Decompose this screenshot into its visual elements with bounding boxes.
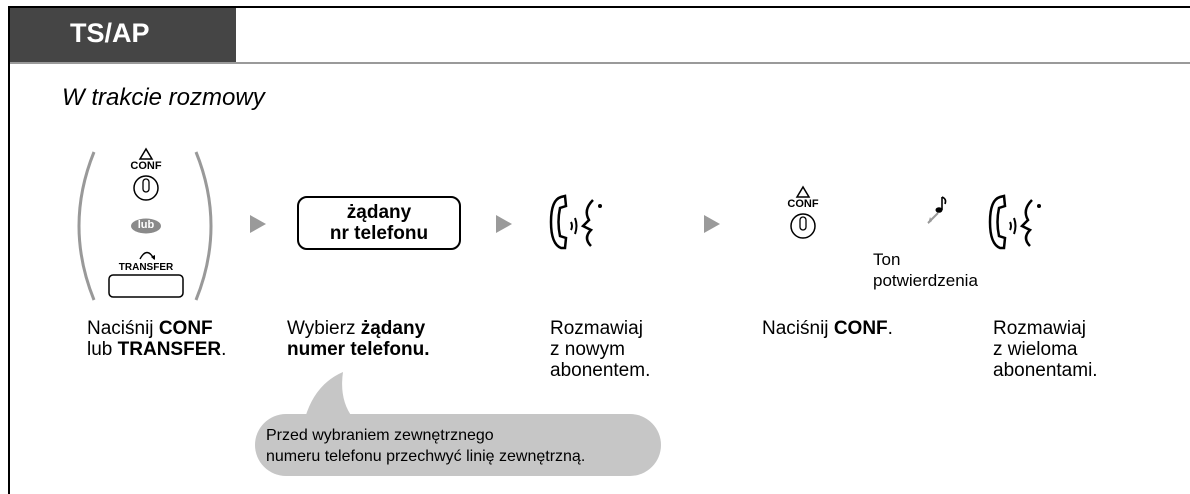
mode-tab: TS/AP <box>10 8 236 62</box>
step4-caption: Naciśnij CONF. <box>762 318 893 339</box>
callout-tail-icon <box>305 372 353 418</box>
note-callout <box>255 414 661 476</box>
section-subtitle: W trakcie rozmowy <box>62 84 265 111</box>
conf-label-2: CONF <box>787 198 819 210</box>
transfer-label: TRANSFER <box>118 262 174 273</box>
transfer-button-icon[interactable] <box>108 274 184 298</box>
step2-caption: Wybierz żądany numer telefonu. <box>287 318 430 360</box>
confirmation-tone-label: Ton potwierdzenia <box>873 250 978 290</box>
step1-bracket-icon <box>77 151 213 301</box>
conf-label: CONF <box>130 160 162 172</box>
step3-caption: Rozmawiaj z nowym abonentem. <box>550 318 651 381</box>
conf-button-icon-2[interactable] <box>789 212 817 240</box>
conf-triangle-icon <box>138 147 154 160</box>
conf-triangle-icon-2 <box>795 185 811 198</box>
step5-caption: Rozmawiaj z wieloma abonentami. <box>993 318 1098 381</box>
talk-handset-icon <box>549 194 602 250</box>
step1-caption: Naciśnij CONF lub TRANSFER. <box>87 318 227 360</box>
note-text: Przed wybraniem zewnętrznego numeru tele… <box>266 427 586 465</box>
transfer-arrow-icon <box>139 251 155 260</box>
or-badge-icon <box>131 218 161 234</box>
flow-arrow-3 <box>704 215 720 233</box>
flow-arrow-1 <box>250 215 266 233</box>
or-label: lub <box>137 219 155 231</box>
music-note-icon <box>927 196 947 224</box>
content-frame <box>8 6 1190 494</box>
flow-arrow-2 <box>496 215 512 233</box>
desired-number-box: żądany nr telefonu <box>297 196 461 250</box>
conf-button-icon[interactable] <box>132 174 160 202</box>
mode-tab-label: TS/AP <box>70 18 150 48</box>
talk-handset-icon-2 <box>988 194 1041 250</box>
header-divider <box>10 62 1190 64</box>
